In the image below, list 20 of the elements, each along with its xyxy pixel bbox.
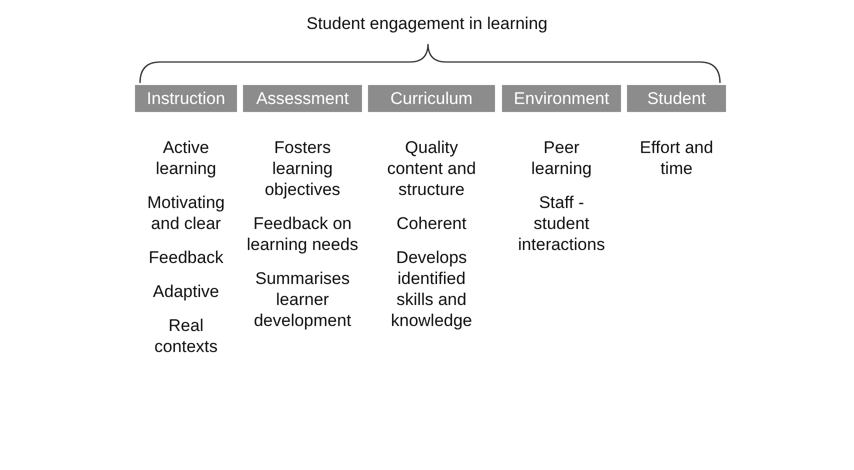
list-item: Feedback	[148, 247, 224, 268]
list-item: Adaptive	[152, 281, 220, 302]
list-item: Active learning	[154, 137, 218, 179]
category-header: Student	[627, 85, 726, 112]
diagram-title: Student engagement in learning	[305, 14, 548, 34]
list-item: Motivating and clear	[146, 192, 226, 234]
category-header: Environment	[502, 85, 621, 112]
list-item: Develops identified skills and knowledge	[390, 247, 474, 331]
list-item: Summarises learner development	[252, 268, 352, 331]
list-item: Coherent	[396, 213, 468, 234]
category-header: Assessment	[243, 85, 362, 112]
list-item: Feedback on learning needs	[246, 213, 360, 255]
list-item: Fosters learning objectives	[264, 137, 342, 200]
list-item: Staff - student interactions	[517, 192, 606, 255]
category-header: Instruction	[135, 85, 237, 112]
list-item: Peer learning	[530, 137, 593, 179]
list-item: Quality content and structure	[386, 137, 477, 200]
list-item: Effort and time	[638, 137, 714, 179]
category-header: Curriculum	[368, 85, 495, 112]
list-item: Real contexts	[153, 315, 219, 357]
